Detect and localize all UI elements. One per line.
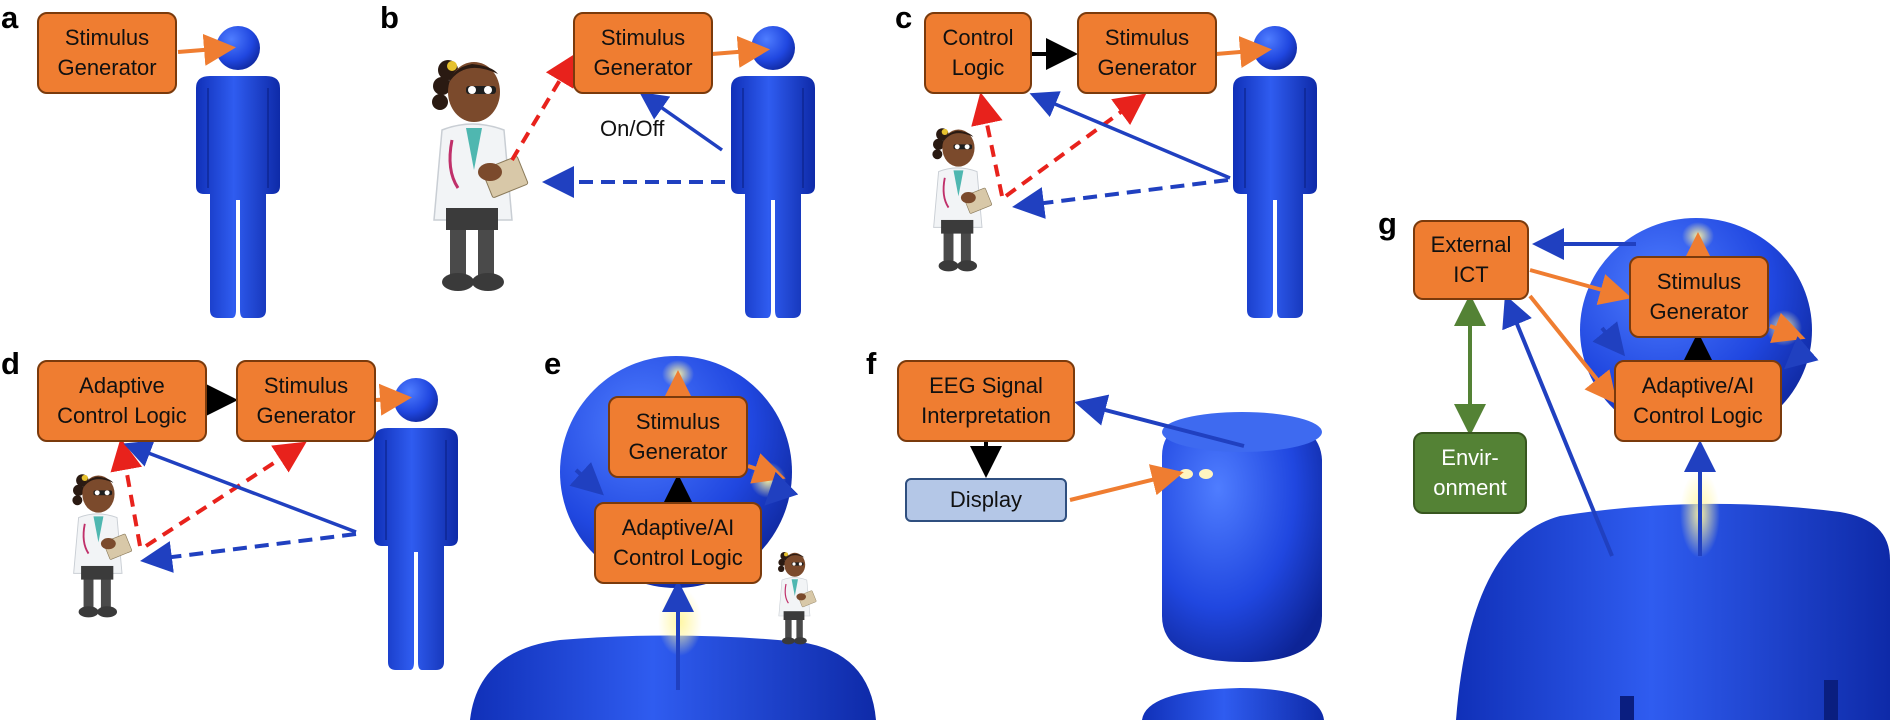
panel-label-d: d [1, 346, 20, 381]
control-logic-box: Control Logic [924, 12, 1032, 94]
adaptive-ai-control-logic-box: Adaptive/AI Control Logic [594, 502, 762, 584]
eye-right-icon [1199, 469, 1213, 479]
clinician-figure-icon [931, 127, 993, 273]
clinician-figure-icon [71, 473, 133, 619]
panel-f [970, 394, 1324, 720]
panel-label-a: a [1, 0, 19, 35]
clinician-to-generator-arrow [144, 441, 307, 548]
display-box: Display [905, 478, 1067, 522]
human-figure-icon [1232, 25, 1318, 319]
panel-a [177, 25, 281, 319]
shoulder-notch [1620, 696, 1634, 720]
clinician-figure-icon [430, 58, 530, 293]
body-to-ict-arrow [1502, 294, 1614, 557]
onoff-label: On/Off [600, 116, 665, 141]
blue-in-left-arrow [1592, 321, 1626, 357]
panel-label-g: g [1378, 206, 1397, 241]
head-top [1162, 412, 1322, 452]
panel-c [931, 25, 1318, 319]
stimulus-generator-box: Stimulus Generator [37, 12, 177, 94]
panel-d [71, 377, 459, 671]
body-to-control-arrow [1029, 91, 1231, 180]
human-figure-icon [730, 25, 816, 319]
blue-in-right-arrow [764, 471, 799, 506]
human-figure-icon [373, 377, 459, 671]
clinician-to-generator-arrow [510, 53, 577, 162]
panel-label-c: c [895, 0, 913, 35]
adaptive-control-logic-box: Adaptive Control Logic [37, 360, 207, 442]
eeg-signal-arrow [1074, 394, 1245, 448]
eeg-interpretation-box: EEG Signal Interpretation [897, 360, 1075, 442]
panel-label-b: b [380, 0, 399, 35]
blue-in-right-arrow [1783, 336, 1819, 370]
clinician-to-control-arrow [110, 438, 142, 547]
feedback-dashed-arrow [140, 532, 357, 573]
stimulus-generator-box: Stimulus Generator [1077, 12, 1217, 94]
panel-label-f: f [866, 346, 877, 381]
stimulus-generator-box: Stimulus Generator [608, 396, 748, 478]
stimulus-generator-box: Stimulus Generator [1629, 256, 1769, 338]
stimulus-arrow [375, 383, 412, 416]
feedback-dashed-arrow [1012, 178, 1229, 219]
stimulus-generator-box: Stimulus Generator [236, 360, 376, 442]
eye-left-icon [1179, 469, 1193, 479]
shoulder-side-icon [1142, 688, 1324, 720]
panel-label-e: e [544, 346, 562, 381]
external-ict-box: External ICT [1413, 220, 1529, 300]
onoff-arrow [639, 91, 724, 152]
panel-b [430, 25, 816, 319]
clinician-to-control-arrow [971, 92, 1004, 197]
orange-side-arrow [1769, 312, 1806, 343]
stimulus-generator-box: Stimulus Generator [573, 12, 713, 94]
ict-to-generator-arrow [1529, 268, 1632, 306]
stimulus-arrow [1215, 36, 1272, 68]
stimulus-arrow [177, 33, 236, 66]
human-figure-icon [195, 25, 281, 319]
blue-in-left-arrow [569, 462, 604, 496]
shoulders [470, 635, 876, 720]
body-to-control-arrow [123, 440, 357, 534]
shoulder-notch [1824, 680, 1838, 720]
environment-box: Envir- onment [1413, 432, 1527, 514]
display-to-eye-arrow [1069, 464, 1184, 502]
ict-to-control-arrow [1528, 294, 1618, 405]
clinician-to-generator-arrow [1004, 93, 1147, 198]
clinician-figure-icon [777, 551, 818, 646]
stimulus-arrow [711, 35, 770, 68]
adaptive-ai-control-logic-box: Adaptive/AI Control Logic [1614, 360, 1782, 442]
shoulders [1456, 503, 1890, 720]
